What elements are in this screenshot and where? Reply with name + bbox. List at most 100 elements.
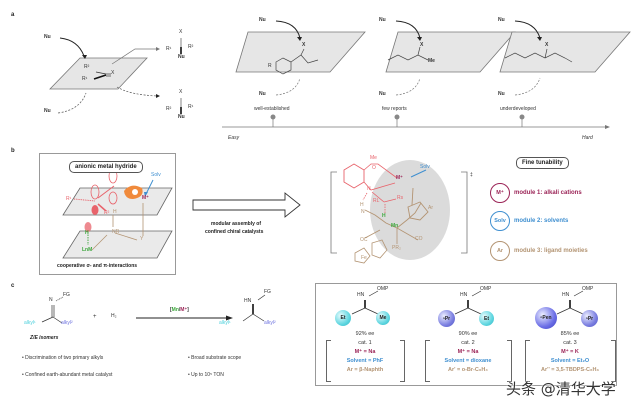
cat-slash: / xyxy=(178,307,181,313)
panel-c-label: c xyxy=(11,283,15,289)
cat-h2: H xyxy=(382,213,386,219)
ex3-ee: 85% ee xyxy=(560,331,580,337)
axis-easy: Easy xyxy=(228,135,240,141)
product-fg: FG xyxy=(264,289,271,295)
cat-m: M⁺ xyxy=(396,175,403,181)
ex3-hn: HN xyxy=(562,292,570,298)
axis-hard: Hard xyxy=(582,135,593,141)
product-top-nu: Nu xyxy=(178,54,185,60)
cat-m-text: M⁺ xyxy=(180,307,188,313)
module-row-1: M⁺ module 1: alkali cations xyxy=(490,183,582,203)
bullet-1-text: Discrimination of two primary alkyls xyxy=(25,355,104,361)
ex1-ar: Ar = β-Naphth xyxy=(346,367,384,373)
anionic-metal-hydride-title: anionic metal hydride xyxy=(69,161,143,173)
module-row-2: Solv module 2: solvents xyxy=(490,211,568,231)
cat-open-bracket: [ xyxy=(170,307,172,313)
substrate-r1: R¹ xyxy=(82,76,88,82)
z-e-isomers-label: Z/E isomers xyxy=(30,335,59,341)
ex1-m: M⁺ = Na xyxy=(354,349,376,355)
ex3-omp: OMP xyxy=(582,286,594,292)
substrate-x: X xyxy=(111,70,115,76)
module-1-label: module 1: alkali cations xyxy=(514,190,582,196)
arrow-caption-line2: confined chiral catalysts xyxy=(205,229,264,235)
ex2-hn: HN xyxy=(460,292,468,298)
example-3: HN OMP ⁿPen ⁿPr 85% ee cat. 3 M⁺ = K Sol… xyxy=(525,286,616,386)
ex2-m: M⁺ = Na xyxy=(457,349,479,355)
ex3-right-group: ⁿPr xyxy=(581,310,598,327)
product-top-r-right: R² xyxy=(188,44,194,50)
module-row-3: Ar module 3: ligand moieties xyxy=(490,241,588,261)
m-cation-label: M⁺ xyxy=(142,195,149,201)
case-2-x: X xyxy=(420,42,424,48)
reactant-alkyl2: alkyl² xyxy=(61,320,73,326)
h-label: H xyxy=(113,209,117,215)
ex3-cat: cat. 3 xyxy=(563,340,577,346)
case-plane-1 xyxy=(235,20,366,96)
example-1: HN OMP Et Me 92% ee cat. 1 M⁺ = Na Solve… xyxy=(320,286,410,386)
ex3-m: M⁺ = K xyxy=(561,349,579,355)
ex1-cat: cat. 1 xyxy=(358,340,372,346)
case-plane-2 xyxy=(385,20,516,96)
nu-bottom-label: Nu xyxy=(44,108,51,114)
module-2-symbol: Solv xyxy=(490,211,510,231)
r2-label: R² xyxy=(104,210,110,216)
difficulty-axis xyxy=(222,114,610,129)
product-bottom-nu: Nu xyxy=(178,114,185,120)
substrate-plane xyxy=(49,57,148,90)
ex2-right-group: Et xyxy=(479,311,494,326)
ex2-omp: OMP xyxy=(480,286,492,292)
case-2-nu-top: Nu xyxy=(379,17,386,23)
bullet-1: • Discrimination of two primary alkyls xyxy=(22,355,104,361)
reactant-fg: FG xyxy=(63,292,70,298)
ex1-solvent: Solvent = PhF xyxy=(346,358,384,364)
bullet-2: • Broad substrate scope xyxy=(188,355,242,361)
milestone-dot-2 xyxy=(394,114,400,120)
bullet-2-text: Broad substrate scope xyxy=(191,355,242,361)
r1-label: R¹ xyxy=(66,196,72,202)
fine-tunability-title: Fine tunability xyxy=(516,157,569,169)
module-3-symbol: Ar xyxy=(490,241,510,261)
cat-o: O xyxy=(372,165,376,171)
product-hn: HN xyxy=(244,298,252,304)
status-well-established: well-established xyxy=(254,106,290,112)
case-1-r: R xyxy=(268,63,272,69)
cat-close-bracket: ] xyxy=(187,307,189,313)
cooperative-interactions-caption: cooperative σ- and π-interactions xyxy=(57,263,138,269)
lnm-label: LnM xyxy=(82,247,93,253)
ex1-right-group: Me xyxy=(376,311,390,325)
bullet-3-text: Confined earth-abundant metal catalyst xyxy=(25,372,113,378)
reactant-alkyl1: alkyl¹ xyxy=(24,320,36,326)
module-2-label: module 2: solvents xyxy=(514,218,569,224)
ex3-ar: Ar'' = 3,5-TBDPS-C₆H₃ xyxy=(541,367,599,373)
ex1-bracket-left xyxy=(326,340,331,382)
ex1-ee: 92% ee xyxy=(355,331,375,337)
cat-n: N xyxy=(367,186,371,192)
watermark: 头条 @清华大学 xyxy=(506,380,616,398)
ex2-bracket-left xyxy=(425,340,430,382)
case-2-me: Me xyxy=(428,58,435,64)
example-2: HN OMP ⁿPr Et 90% ee cat. 2 M⁺ = Na Solv… xyxy=(423,286,513,386)
cat-co: CO xyxy=(415,236,423,242)
case-1-nu-bottom: Nu xyxy=(259,91,266,97)
cat-n2: N xyxy=(361,209,365,215)
module-3-label: module 3: ligand moieties xyxy=(514,248,588,254)
nu-top-arrow xyxy=(59,37,85,57)
ex3-solvent: Solvent = Et₂O xyxy=(550,358,590,364)
case-3-x: X xyxy=(545,42,549,48)
plus-sign: + xyxy=(93,314,97,320)
milestone-dot-3 xyxy=(519,114,525,120)
ex2-ee: 90% ee xyxy=(458,331,478,337)
cat-me: Me xyxy=(370,155,377,161)
ex2-solvent: Solvent = dioxane xyxy=(444,358,492,364)
panel-b-label: b xyxy=(11,148,15,154)
cat-rs: Rs xyxy=(397,195,404,201)
cat-rl: RL xyxy=(373,198,380,204)
cat-h1: H xyxy=(360,202,364,208)
case-3-nu-top: Nu xyxy=(498,17,505,23)
panel-a-label: a xyxy=(11,12,15,18)
case-3-nu-bottom: Nu xyxy=(498,91,505,97)
nu-bottom-arrow xyxy=(57,92,87,114)
catalyst-structure xyxy=(330,160,468,264)
ex1-bracket-right xyxy=(400,340,405,382)
bullet-4-text: Up to 10⁵ TON xyxy=(191,372,224,378)
